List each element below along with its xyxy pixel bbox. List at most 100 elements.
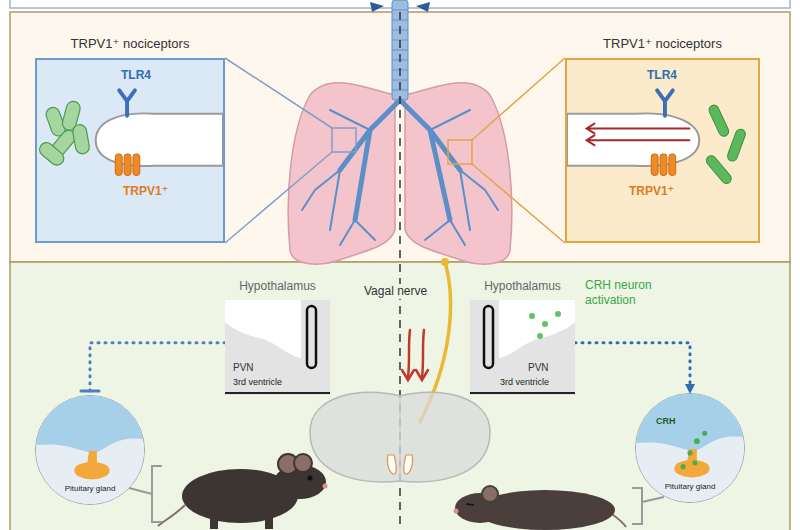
alert-mouse [323, 484, 328, 489]
region-label: PVN [528, 362, 549, 374]
node-illustration [674, 460, 709, 478]
node-illustration [74, 462, 109, 480]
sick-mouse [454, 486, 627, 530]
node-illustration [707, 104, 730, 138]
brain-slice [400, 398, 401, 478]
alert-mouse [308, 476, 313, 481]
node-illustration [681, 464, 686, 469]
pituitary-circle: Pituitary gland [35, 395, 145, 505]
node-illustration [124, 154, 131, 176]
node-illustration [225, 300, 330, 395]
trachea [392, 10, 408, 90]
inset-heading: TRPV1⁺ nociceptors [37, 36, 223, 52]
connector-line [90, 343, 225, 391]
brain-slice [404, 455, 413, 474]
node-illustration [484, 306, 493, 368]
zoom-marker [448, 140, 472, 164]
hormone-label: CRH [656, 416, 676, 427]
node-illustration [119, 90, 135, 115]
node-illustration [115, 154, 122, 176]
sick-mouse [466, 504, 474, 505]
node-illustration [537, 333, 543, 339]
alert-mouse [158, 454, 328, 529]
midline-divider [400, 12, 401, 530]
zoom-marker [332, 128, 356, 152]
channel-label: TRPV1⁺ [123, 184, 168, 198]
inset-heading: TRPV1⁺ nociceptors [567, 36, 758, 52]
connector [575, 343, 690, 392]
pituitary-circle: CRH Pituitary gland [635, 393, 745, 503]
zoom-marker [225, 58, 565, 243]
lungs [405, 83, 512, 264]
node-illustration [636, 394, 744, 450]
airflow-arrows [370, 2, 384, 12]
node-illustration [307, 306, 316, 368]
node-illustration [470, 392, 575, 394]
node-illustration [567, 60, 758, 241]
region-label: 3rd ventricle [500, 377, 549, 388]
node-illustration [72, 124, 91, 155]
signal-arrows [402, 330, 428, 380]
zoom-marker [472, 164, 565, 243]
nociceptor-inset: TRPV1⁺ nociceptorsTLR4TRPV1⁺ [35, 58, 225, 243]
node-illustration [660, 154, 667, 176]
bracket [152, 466, 162, 522]
signal-arrows [416, 370, 428, 380]
airflow-arrows [416, 2, 430, 12]
alert-mouse [158, 505, 185, 526]
node-illustration [225, 300, 301, 358]
node-illustration [470, 300, 575, 395]
region-heading: Hypothalamus [470, 279, 575, 293]
node-illustration [567, 60, 758, 241]
region-heading: Hypothalamus [225, 279, 330, 293]
node-illustration [115, 154, 139, 176]
signal-arrows [408, 330, 410, 378]
node-illustration [651, 154, 675, 176]
zoom-marker [472, 58, 565, 140]
alert-mouse [294, 454, 312, 472]
pvn-inset: HypothalamusPVN3rd ventricle [225, 300, 330, 395]
node-illustration [37, 140, 67, 168]
node-illustration [529, 313, 535, 319]
activation-label: CRH neuron activation [585, 278, 690, 308]
brain-slice [310, 392, 490, 482]
inhibition-bar [81, 390, 99, 393]
sick-mouse [454, 509, 459, 514]
vagal-nerve [441, 258, 449, 266]
node-illustration [133, 154, 140, 176]
node-illustration [669, 154, 676, 176]
alert-mouse [210, 515, 218, 529]
organ-label: Pituitary gland [636, 482, 744, 492]
brain-slice [387, 455, 396, 474]
bracket [129, 466, 664, 524]
node-illustration [587, 135, 690, 145]
node-illustration [687, 450, 692, 455]
connector [81, 343, 225, 391]
signal-arrows [402, 370, 414, 380]
node-illustration [587, 124, 690, 146]
connector-line [575, 343, 690, 392]
receptor-label: TLR4 [121, 68, 151, 82]
region-label: PVN [233, 362, 254, 374]
node-illustration [529, 311, 561, 339]
organ-label: Pituitary gland [36, 484, 144, 494]
pvn-inset: HypothalamusPVN3rd ventricle [470, 300, 575, 395]
node-illustration [694, 438, 700, 444]
node-illustration [726, 128, 747, 163]
node-illustration [37, 60, 223, 241]
brain-slice [310, 392, 490, 482]
nociceptor-inset: TRPV1⁺ nociceptorsTLR4TRPV1⁺ [565, 58, 760, 243]
node-illustration [702, 431, 707, 436]
receptor-label: TLR4 [647, 68, 677, 82]
node-illustration [36, 396, 144, 452]
sick-mouse [482, 486, 498, 502]
alert-mouse [265, 515, 273, 529]
node-illustration [37, 100, 90, 168]
node-illustration [225, 392, 330, 394]
zoom-marker [225, 152, 332, 243]
node-illustration [704, 104, 746, 186]
airflow-arrows [370, 2, 430, 12]
node-illustration [692, 460, 697, 465]
